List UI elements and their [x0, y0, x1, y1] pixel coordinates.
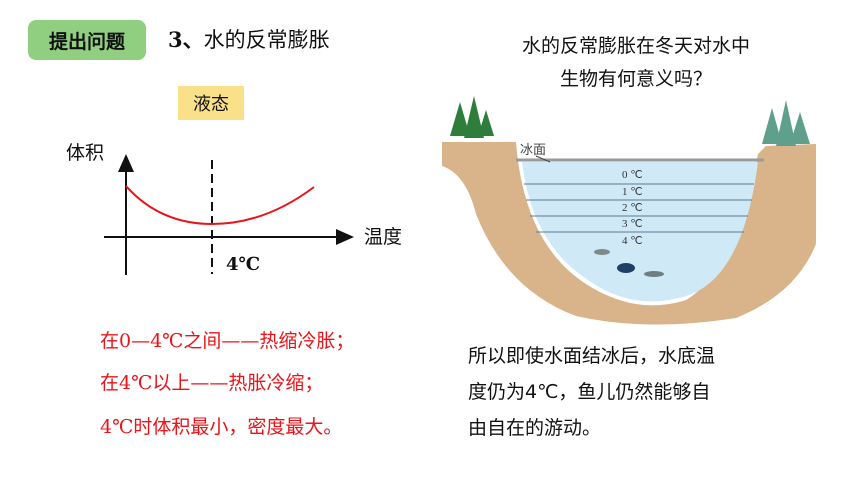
graph-marker-label: 4℃	[226, 254, 261, 275]
rule-1: 在0—4℃之间——热缩冷胀；	[100, 330, 355, 352]
state-label: 液态	[178, 86, 244, 120]
rule-2: 在4℃以上——热胀冷缩；	[100, 372, 324, 394]
rule-3: 4℃时体积最小，密度最大。	[100, 416, 343, 438]
explanation-line-1: 所以即使水面结冰后，水底温	[468, 345, 716, 367]
graph-xlabel: 温度	[364, 226, 403, 248]
lake-ground	[442, 142, 816, 325]
heading-title: 水的反常膨胀	[203, 28, 330, 52]
lake-illustration: 冰面 0 ℃ 1 ℃ 2 ℃ 3 ℃ 4 ℃	[442, 96, 816, 325]
layer-label-0: 0 ℃	[622, 169, 643, 181]
tree-icon	[762, 100, 810, 146]
fish-icon	[594, 249, 664, 277]
explanation-line-3: 由自在的游动。	[468, 417, 602, 439]
tree-icon	[450, 96, 494, 138]
section-tag: 提出问题	[28, 20, 146, 60]
layer-label-1: 1 ℃	[622, 186, 643, 198]
question-text: 水的反常膨胀在冬天对水中 生物有何意义吗？	[456, 30, 816, 96]
layer-label-4: 4 ℃	[622, 235, 643, 247]
layer-label-3: 3 ℃	[622, 218, 643, 230]
graph-curve	[125, 185, 315, 226]
section-heading: 3、水的反常膨胀	[168, 24, 330, 54]
question-line-2: 生物有何意义吗？	[559, 68, 712, 90]
layer-label-2: 2 ℃	[622, 202, 643, 214]
graph-ylabel: 体积	[66, 142, 105, 164]
explanation-line-2: 度仍为4℃，鱼儿仍然能够自	[468, 381, 711, 403]
ice-label: 冰面	[520, 142, 546, 157]
ice-pointer	[535, 155, 551, 163]
explanation-text: 所以即使水面结冰后，水底温 度仍为4℃，鱼儿仍然能够自 由自在的游动。	[468, 338, 808, 446]
question-line-1: 水的反常膨胀在冬天对水中	[521, 35, 750, 57]
volume-temperature-graph	[104, 154, 354, 275]
heading-prefix: 3、	[168, 27, 204, 52]
